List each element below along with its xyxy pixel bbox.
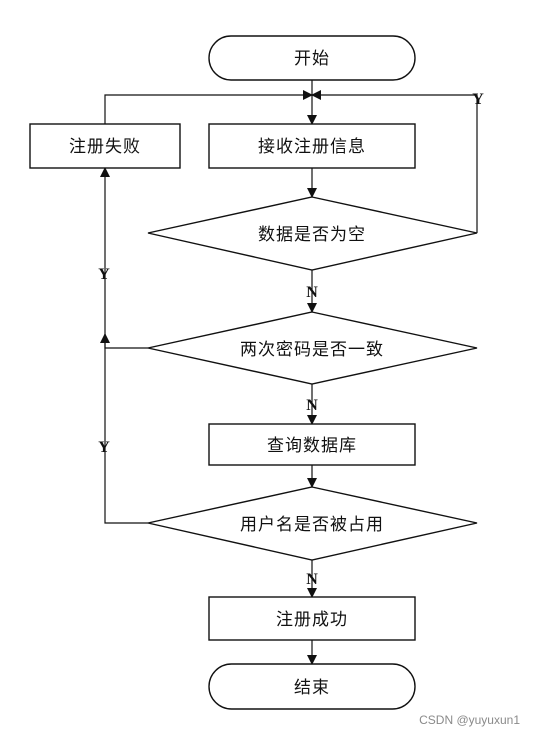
username-check-yes-label: Y bbox=[98, 439, 110, 456]
query-db-process-shape bbox=[208, 423, 416, 466]
success-node: 注册成功 bbox=[208, 596, 416, 641]
username-check-decision-shape bbox=[147, 486, 478, 561]
start-node: 开始 bbox=[208, 35, 416, 81]
end-node: 结束 bbox=[208, 663, 416, 710]
username-check-node: 用户名是否被占用 bbox=[147, 486, 478, 561]
password-check-yes-label: Y bbox=[98, 266, 110, 283]
empty-check-yes-label: Y bbox=[472, 91, 484, 108]
flow-password-yes-to-fail bbox=[100, 167, 148, 349]
flow-username-yes-to-fail bbox=[100, 333, 148, 524]
empty-check-decision-shape bbox=[147, 196, 478, 271]
empty-check-node: 数据是否为空 bbox=[147, 196, 478, 271]
start-label: 开始 bbox=[294, 49, 330, 69]
connector-group bbox=[100, 80, 478, 665]
watermark-text: CSDN @yuyuxun1 bbox=[419, 713, 520, 727]
receive-process-shape bbox=[208, 123, 416, 169]
fail-label: 注册失败 bbox=[69, 137, 141, 157]
empty-check-no-label: N bbox=[306, 284, 318, 301]
receive-node: 接收注册信息 bbox=[208, 123, 416, 169]
empty-check-label: 数据是否为空 bbox=[258, 225, 366, 245]
password-check-node: 两次密码是否一致 bbox=[147, 311, 478, 385]
end-label: 结束 bbox=[294, 678, 330, 698]
success-label: 注册成功 bbox=[276, 610, 348, 630]
password-check-no-label: N bbox=[306, 397, 318, 414]
query-db-label: 查询数据库 bbox=[267, 436, 357, 456]
success-process-shape bbox=[208, 596, 416, 641]
receive-label: 接收注册信息 bbox=[258, 137, 366, 157]
password-check-label: 两次密码是否一致 bbox=[240, 340, 384, 360]
flow-empty-yes-loop bbox=[311, 90, 478, 233]
username-check-no-label: N bbox=[306, 571, 318, 588]
flow-fail-loop-back bbox=[104, 90, 313, 124]
query-db-node: 查询数据库 bbox=[208, 423, 416, 466]
username-check-label: 用户名是否被占用 bbox=[240, 515, 384, 535]
fail-node: 注册失败 bbox=[29, 123, 181, 169]
fail-process-shape bbox=[29, 123, 181, 169]
password-check-decision-shape bbox=[147, 311, 478, 385]
start-terminator-shape bbox=[208, 35, 416, 81]
end-terminator-shape bbox=[208, 663, 416, 710]
